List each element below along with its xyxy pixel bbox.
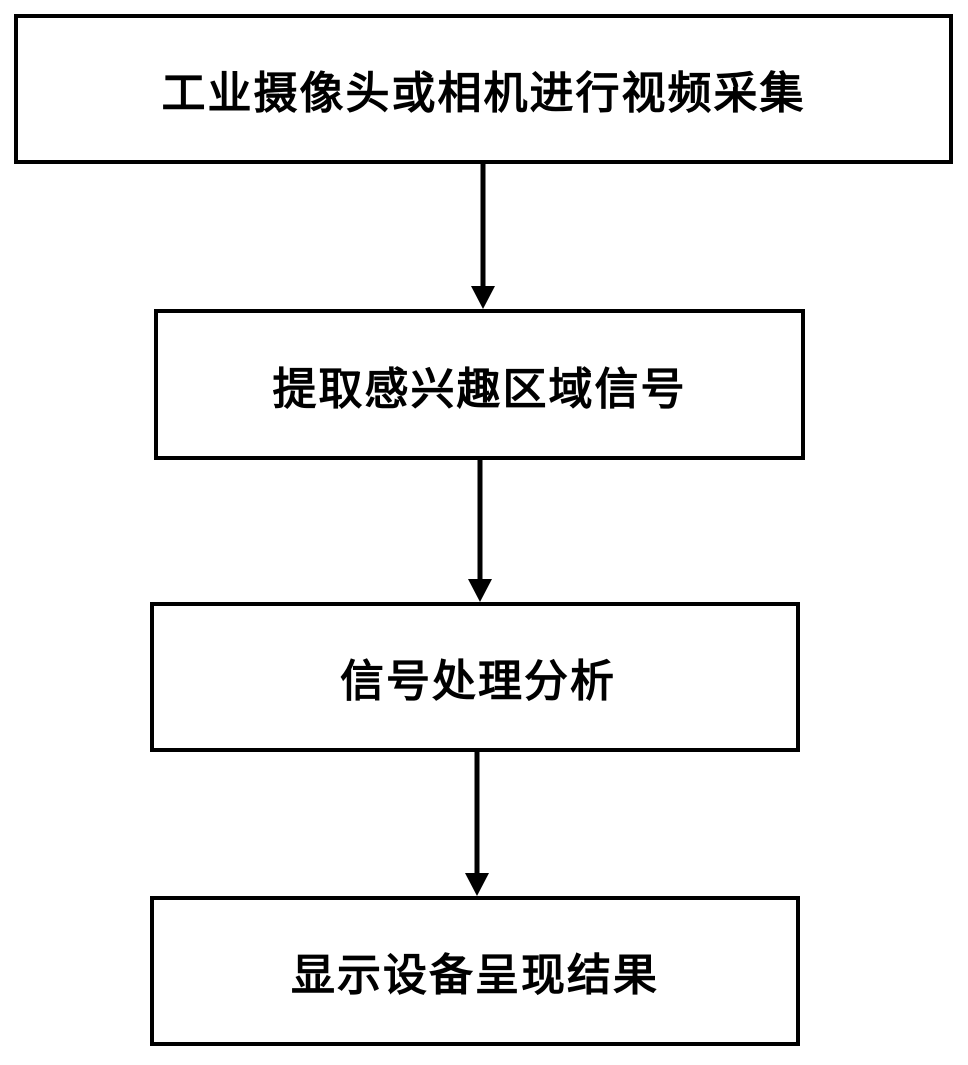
step-box-signal-analysis: 信号处理分析 [150,602,800,752]
step-box-roi-extraction: 提取感兴趣区域信号 [154,309,805,460]
step-label-video-capture: 工业摄像头或相机进行视频采集 [162,57,806,121]
arrow-step1-to-step2 [471,164,495,309]
step-box-video-capture: 工业摄像头或相机进行视频采集 [14,14,953,164]
arrow-step3-to-step4 [465,752,489,896]
arrow-step2-to-step3 [468,460,492,602]
step-label-roi-extraction: 提取感兴趣区域信号 [273,353,687,417]
step-label-signal-analysis: 信号处理分析 [334,645,616,709]
step-label-display-results: 显示设备呈现结果 [291,939,659,1003]
step-box-display-results: 显示设备呈现结果 [150,896,800,1046]
